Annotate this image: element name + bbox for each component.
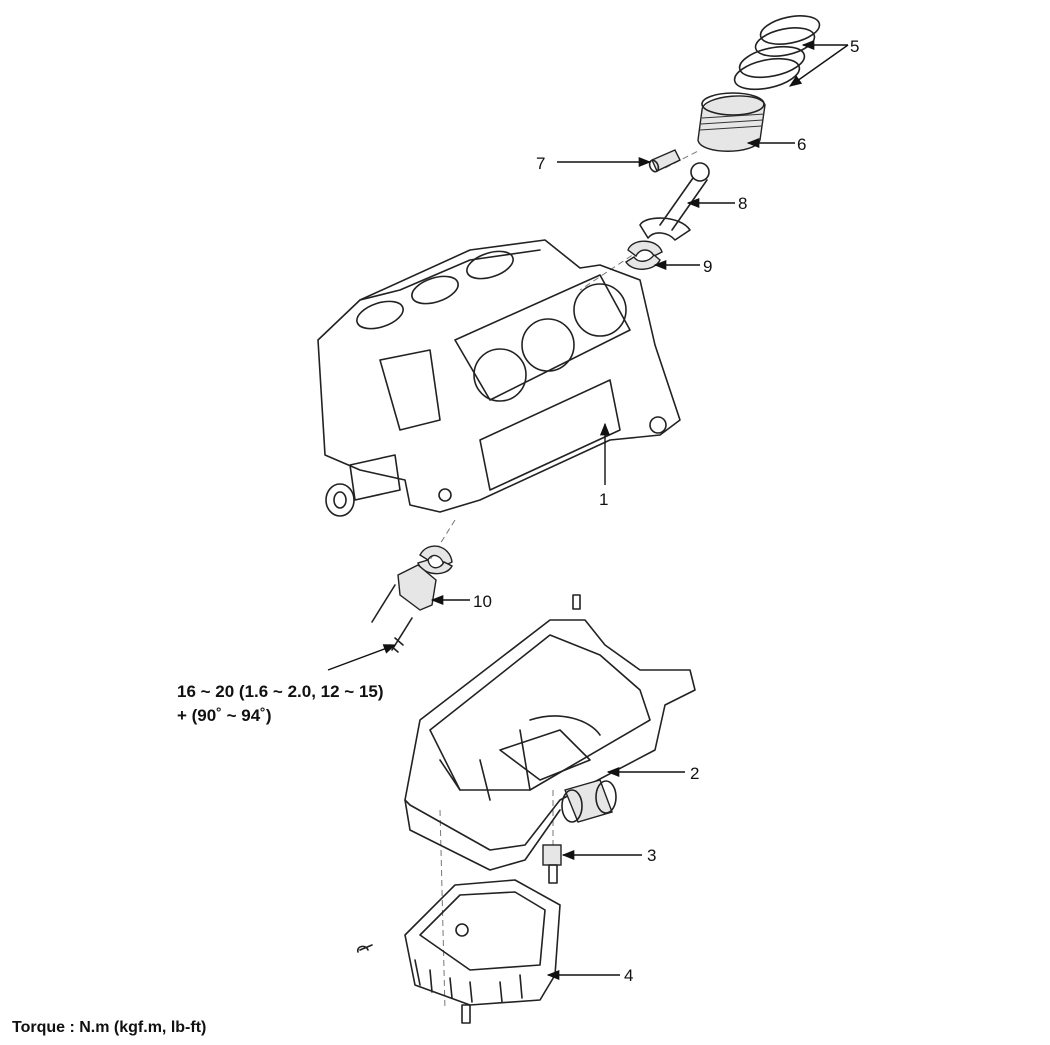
oil-pressure-switch-icon xyxy=(542,844,562,884)
torque-spec-line2: + (90˚ ~ 94˚) xyxy=(177,706,272,725)
callout-6: 6 xyxy=(797,135,806,154)
leader-5b xyxy=(788,44,849,87)
rod-bearing-icon xyxy=(625,240,663,270)
torque-units-note: Torque : N.m (kgf.m, lb-ft) xyxy=(12,1019,206,1036)
oil-filter-icon xyxy=(561,779,617,823)
upper-oil-pan-icon xyxy=(404,619,696,871)
bearing-cap-icon xyxy=(371,564,437,653)
callout-9: 9 xyxy=(703,257,712,276)
guide-line-bearing xyxy=(429,519,456,561)
lower-oil-pan-icon xyxy=(356,879,561,1024)
callout-8: 8 xyxy=(738,194,747,213)
guide-line-bolt xyxy=(439,809,446,1011)
piston-rings-icon xyxy=(733,15,821,91)
guide-line-pin xyxy=(664,149,701,169)
callout-4: 4 xyxy=(624,966,633,985)
torque-spec-line1: 16 ~ 20 (1.6 ~ 2.0, 12 ~ 15) xyxy=(177,682,384,701)
dowel-pin-icon xyxy=(572,594,581,610)
piston-icon xyxy=(697,92,766,152)
piston-pin-icon xyxy=(648,149,681,173)
guide-line-rod xyxy=(579,249,641,291)
leader-torque xyxy=(327,644,397,671)
main-bearing-icon xyxy=(417,545,453,575)
callout-3: 3 xyxy=(647,846,656,865)
engine-block-icon xyxy=(317,239,681,517)
callout-2: 2 xyxy=(690,764,699,783)
callout-7: 7 xyxy=(536,154,545,173)
connecting-rod-icon xyxy=(639,162,710,241)
callout-1: 1 xyxy=(599,490,608,509)
callout-10: 10 xyxy=(473,592,492,611)
callout-5: 5 xyxy=(850,37,859,56)
